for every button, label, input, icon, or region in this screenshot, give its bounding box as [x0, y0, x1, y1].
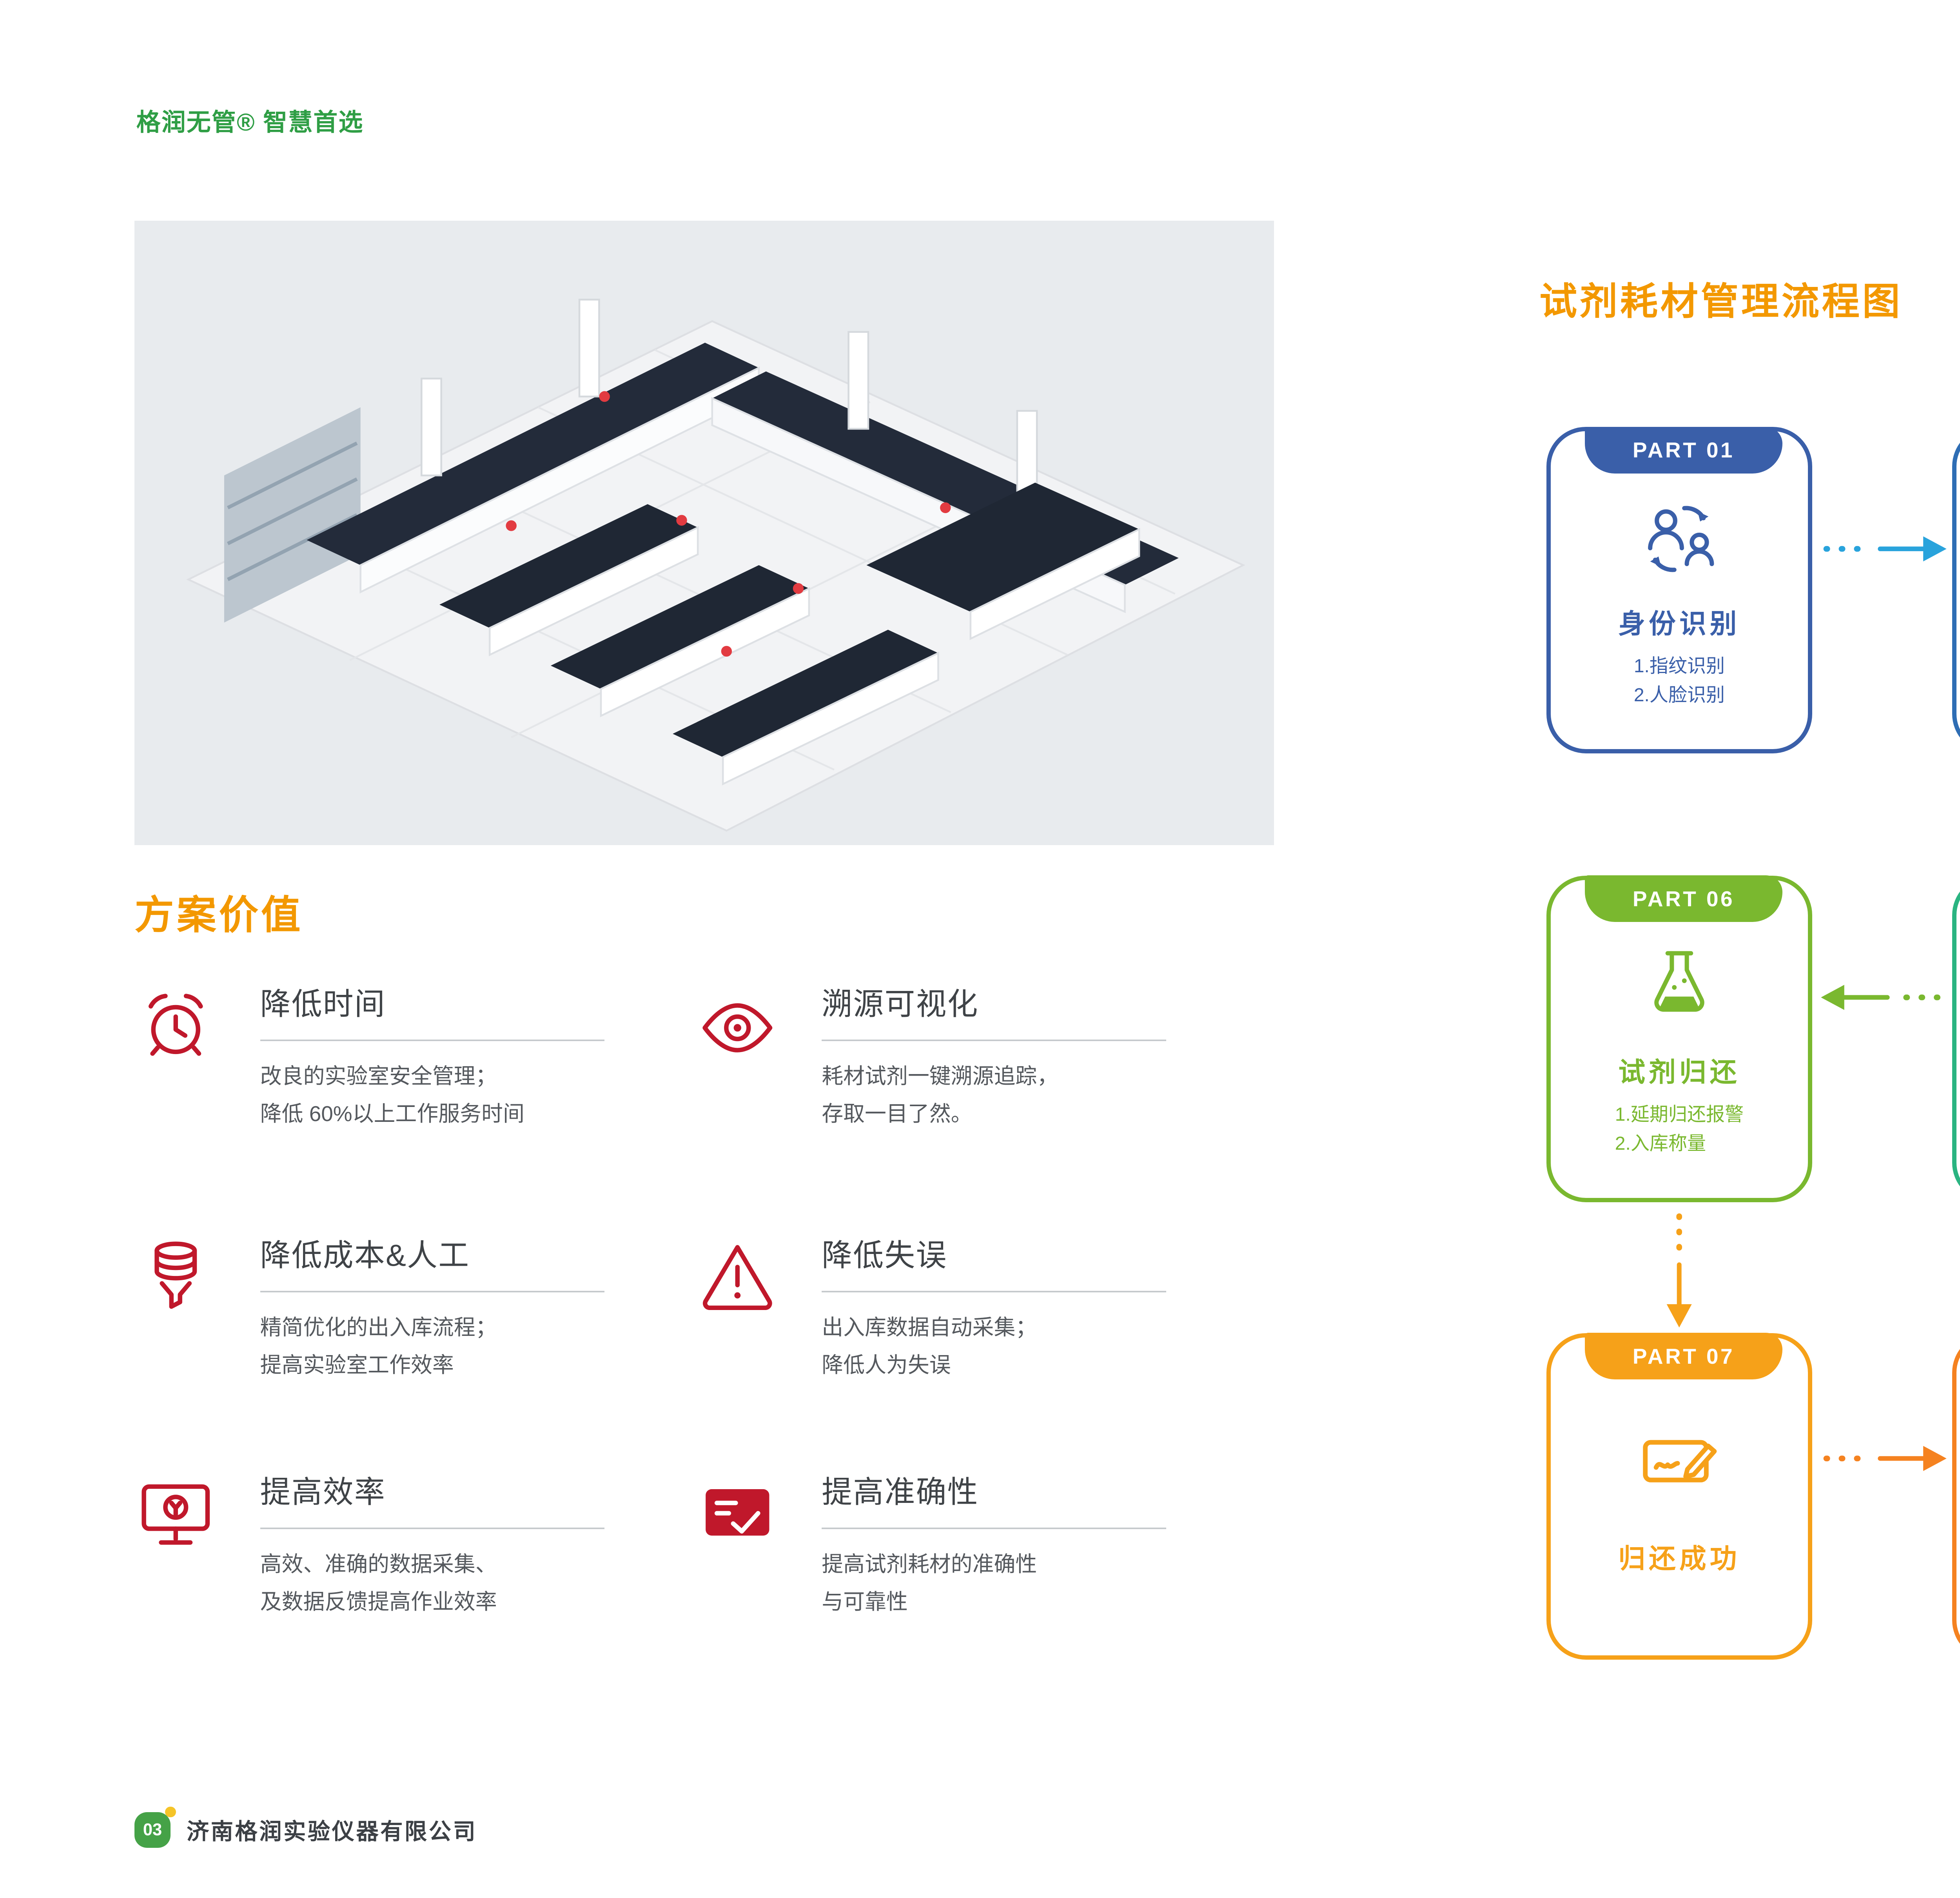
value-title: 溯源可视化	[822, 980, 1166, 1042]
lab-isometric-illustration	[134, 220, 1274, 845]
company-name-cn: 济南格润实验仪器有限公司	[186, 1819, 477, 1845]
value-desc: 提高试剂耗材的准确性与可靠性	[822, 1552, 1037, 1614]
flow-card-part06: PART 06 试剂归还 1.延期归还报警 2.入库称量	[1546, 875, 1812, 1202]
value-item-reduce-errors: 降低失误 出入库数据自动采集；降低人为失误	[696, 1231, 1243, 1384]
connector-part07-part08	[1823, 1446, 1947, 1472]
flask-return-icon	[1633, 941, 1726, 1034]
footer-left: 03 济南格润实验仪器有限公司	[134, 1806, 477, 1848]
value-title: 提高准确性	[822, 1468, 1166, 1530]
connector-part06-part07	[1666, 1213, 1692, 1328]
eye-icon	[696, 983, 779, 1066]
flow-card-part07: PART 07 归还成功	[1546, 1333, 1812, 1660]
value-desc: 精简优化的出入库流程；提高实验室工作效率	[260, 1315, 497, 1377]
part-notes: 1.延期归还报警 2.入库称量	[1615, 1104, 1744, 1154]
value-item-reduce-cost: 降低成本&人工 精简优化的出入库流程；提高实验室工作效率	[134, 1231, 682, 1384]
connector-part01-part02	[1823, 536, 1947, 562]
value-title: 降低时间	[260, 980, 605, 1042]
flow-chart: PART 01 身份识别 1.指纹识别 2.人脸识别	[1546, 426, 1960, 1668]
value-title: 降低成本&人工	[260, 1231, 605, 1292]
value-desc: 出入库数据自动采集；降低人为失误	[822, 1315, 1037, 1377]
value-desc: 耗材试剂一键溯源追踪，存取一目了然。	[822, 1064, 1059, 1126]
flow-card-part08: PART 08 试剂盘点	[1952, 1333, 1960, 1660]
value-item-improve-accuracy: 提高准确性 提高试剂耗材的准确性与可靠性	[696, 1468, 1243, 1621]
part-banner: PART 06	[1585, 875, 1782, 922]
value-title: 提高效率	[260, 1468, 605, 1530]
signature-pad-icon	[1629, 1413, 1730, 1513]
identity-users-icon	[1633, 492, 1726, 586]
part-title: 试剂归还	[1618, 1057, 1740, 1088]
part-title: 身份识别	[1618, 609, 1740, 639]
monitor-coin-icon	[134, 1471, 217, 1554]
value-item-improve-efficiency: 提高效率 高效、准确的数据采集、及数据反馈提高作业效率	[134, 1468, 682, 1621]
connector-part05-part06	[1821, 985, 1941, 1010]
value-title: 降低失误	[822, 1231, 1166, 1292]
flow-card-part01: PART 01 身份识别 1.指纹识别 2.人脸识别	[1546, 426, 1812, 754]
flow-section-title: 试剂耗材管理流程图	[1539, 281, 1903, 323]
part-title: 归还成功	[1618, 1543, 1740, 1574]
checklist-card-icon	[696, 1471, 779, 1554]
warning-triangle-icon	[696, 1234, 779, 1317]
part-banner: PART 07	[1585, 1333, 1782, 1380]
part-notes: 1.指纹识别 2.人脸识别	[1633, 655, 1725, 706]
flow-card-part02: PART 02 标签管理 1）标签打印 2）标签粘贴 3）标签录入	[1952, 427, 1960, 754]
alarm-clock-icon	[134, 983, 217, 1066]
lab-render-image	[134, 220, 1274, 845]
value-item-traceability: 溯源可视化 耗材试剂一键溯源追踪，存取一目了然。	[696, 980, 1243, 1133]
coins-funnel-icon	[134, 1234, 217, 1317]
value-item-reduce-time: 降低时间 改良的实验室安全管理；降低 60%以上工作服务时间	[134, 980, 682, 1133]
value-desc: 高效、准确的数据采集、及数据反馈提高作业效率	[260, 1552, 497, 1614]
page-number-badge-left: 03	[134, 1806, 176, 1848]
value-desc: 改良的实验室安全管理；降低 60%以上工作服务时间	[260, 1064, 524, 1126]
part-banner: PART 01	[1585, 426, 1782, 474]
values-section-title: 方案价值	[134, 893, 303, 937]
brand-logo-text: 格润无管® 智慧首选	[136, 109, 364, 136]
flow-card-part05: PART 05 试剂领用 1.管理员授权 2.双人开锁 3.出库称量	[1952, 875, 1960, 1202]
